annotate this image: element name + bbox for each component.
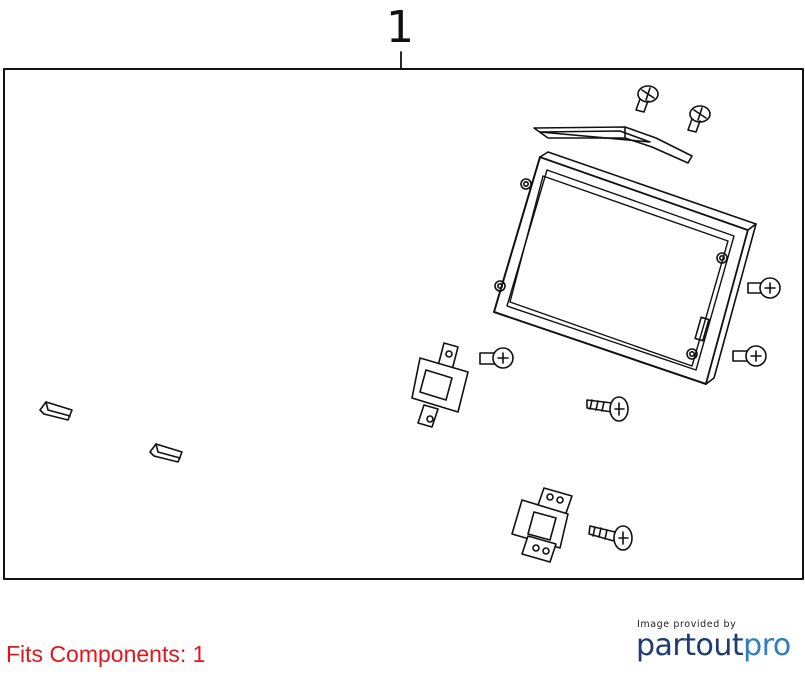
screw-right-upper bbox=[747, 277, 781, 299]
screw-top-right bbox=[687, 105, 711, 133]
image-credit-label: Image provided by bbox=[637, 619, 737, 630]
fits-components-label: Fits Components: 1 bbox=[6, 641, 206, 667]
callout-number: 1 bbox=[386, 2, 414, 53]
diagram-frame bbox=[3, 68, 804, 580]
screw-right-lower bbox=[732, 345, 767, 367]
top-bracket bbox=[533, 126, 693, 164]
clip-bracket-lower bbox=[511, 487, 573, 563]
partoutpro-logo: partoutpro bbox=[636, 626, 791, 666]
brand-name-part1: partout bbox=[636, 628, 744, 663]
long-screw-lower bbox=[588, 525, 633, 551]
long-screw-upper bbox=[586, 396, 629, 422]
screw-middle bbox=[479, 347, 514, 369]
screw-top-left bbox=[635, 85, 659, 113]
clip-bracket-upper bbox=[411, 342, 469, 428]
small-clip-left bbox=[39, 401, 73, 421]
small-clip-middle bbox=[149, 443, 183, 463]
display-screen-unit bbox=[493, 151, 757, 385]
brand-name-part2: pro bbox=[743, 628, 791, 663]
